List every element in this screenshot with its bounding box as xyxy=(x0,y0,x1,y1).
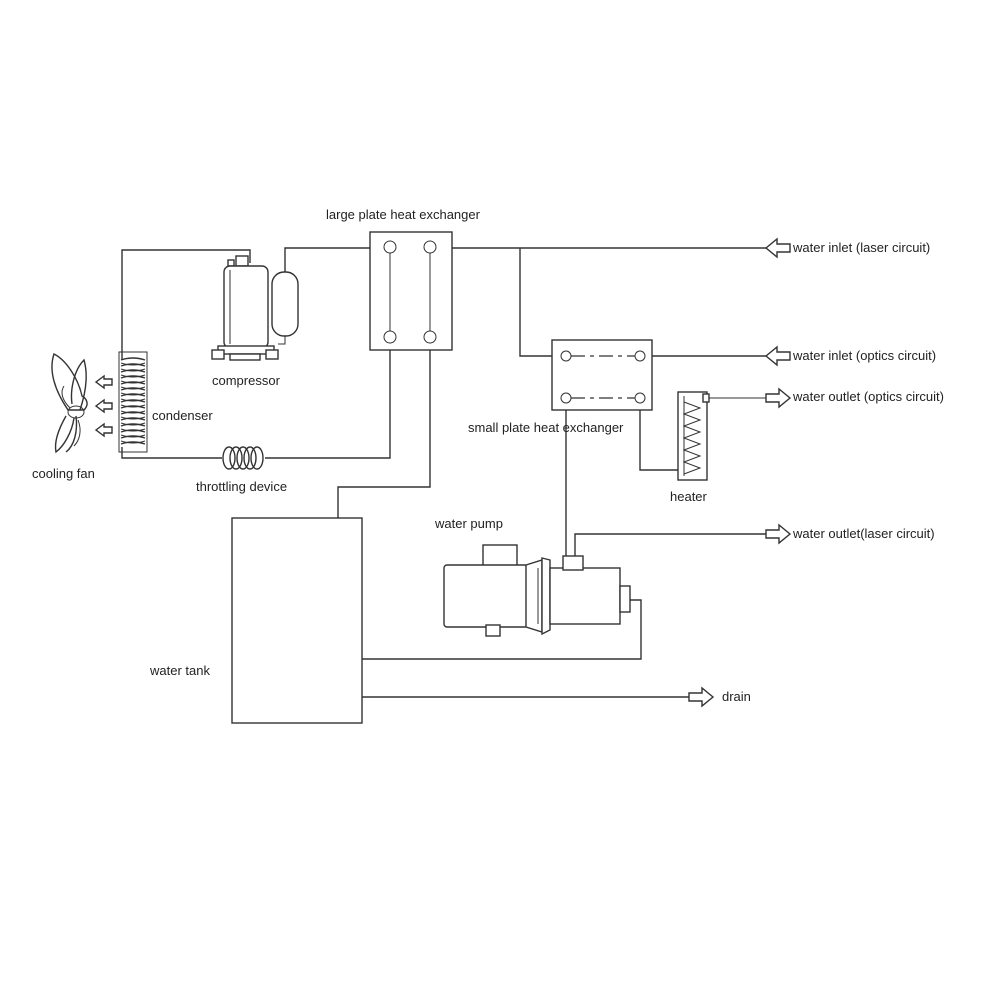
label-water-inlet-laser: water inlet (laser circuit) xyxy=(793,240,931,255)
label-large-plate-heat-exchanger: large plate heat exchanger xyxy=(326,207,480,222)
water-piping xyxy=(337,247,770,698)
airflow-arrows xyxy=(94,374,113,438)
outlet-arrow-laser xyxy=(765,523,792,545)
label-small-plate-heat-exchanger: small plate heat exchanger xyxy=(468,420,624,435)
small-plate-heat-exchanger xyxy=(551,339,653,411)
compressor-unit xyxy=(211,255,299,361)
label-water-inlet-optics: water inlet (optics circuit) xyxy=(793,348,937,363)
label-water-outlet-optics: water outlet (optics circuit) xyxy=(793,389,944,404)
water-tank-body xyxy=(231,517,363,724)
water-pump-unit xyxy=(443,544,631,637)
label-condenser: condenser xyxy=(152,408,213,423)
large-plate-heat-exchanger xyxy=(369,231,453,351)
condenser-coil xyxy=(118,351,148,453)
outlet-arrow-optics xyxy=(765,387,792,409)
label-drain: drain xyxy=(722,689,751,704)
label-water-pump: water pump xyxy=(435,516,503,531)
cooling-fan-icon xyxy=(51,353,88,454)
refrigerant-piping xyxy=(121,247,391,459)
flow-arrows xyxy=(688,237,792,708)
label-water-outlet-laser: water outlet(laser circuit) xyxy=(793,526,935,541)
throttling-device-coil xyxy=(222,446,264,470)
inlet-arrow-laser xyxy=(764,237,791,259)
label-heater: heater xyxy=(670,489,707,504)
drain-arrow xyxy=(688,686,715,708)
inlet-arrow-optics xyxy=(764,345,791,367)
label-compressor: compressor xyxy=(212,373,280,388)
heater-element xyxy=(677,391,710,481)
label-throttling-device: throttling device xyxy=(196,479,288,494)
label-water-tank: water tank xyxy=(150,663,210,678)
label-cooling-fan: cooling fan xyxy=(32,466,95,481)
